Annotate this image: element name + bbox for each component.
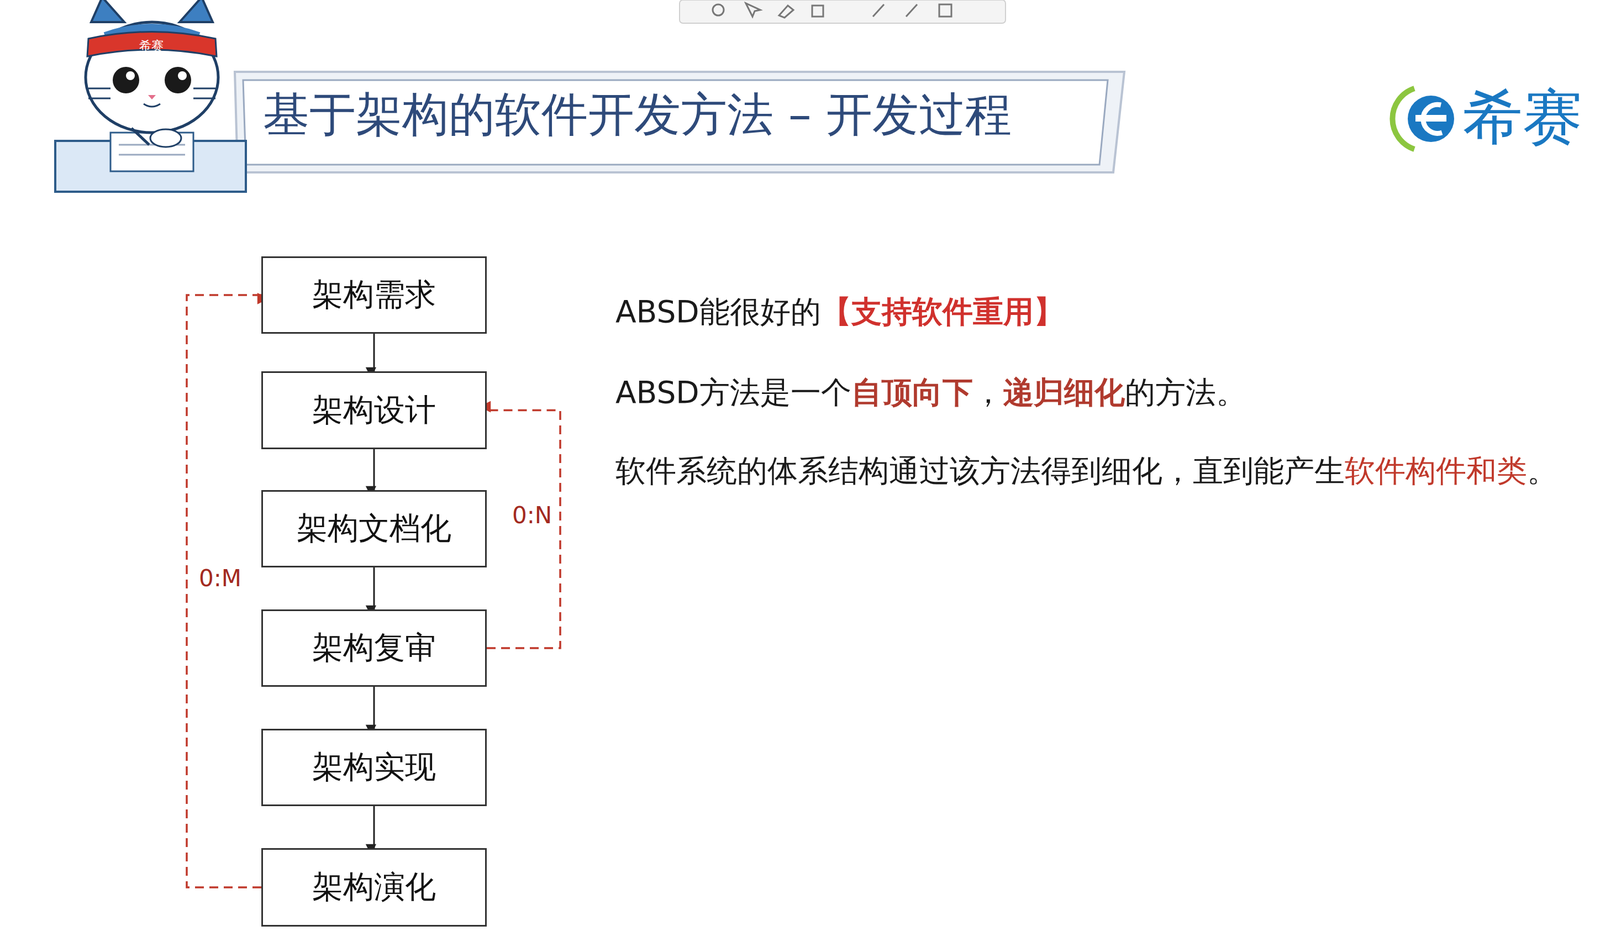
flow-arrow <box>373 686 376 729</box>
note-text: ， <box>972 374 1004 410</box>
note-line: 软件系统的体系结构通过该方法得到细化，直到能产生软件构件和类。 <box>615 450 1558 492</box>
logo-icon <box>1392 88 1455 150</box>
box-label: 架构演化 <box>312 866 436 909</box>
note-line: ABSD能很好的【支持软件重用】 <box>615 291 1065 333</box>
note-text: 。 <box>1527 453 1558 489</box>
feedback-loop <box>486 410 561 649</box>
note-line: ABSD方法是一个自顶向下，递归细化的方法。 <box>615 372 1247 414</box>
process-box: 架构需求 <box>261 256 487 334</box>
box-label: 架构需求 <box>312 274 436 317</box>
feedback-loop <box>186 295 262 888</box>
cat-mascot <box>55 0 246 192</box>
headband-text: 希赛 <box>139 38 164 53</box>
process-box: 架构设计 <box>261 371 487 450</box>
box-label: 架构文档化 <box>296 507 452 550</box>
logo-text: 希赛 <box>1462 82 1583 152</box>
highlight-text: 递归细化 <box>1003 374 1125 410</box>
highlight-text: 【支持软件重用】 <box>820 293 1065 330</box>
box-label: 架构复审 <box>312 627 436 670</box>
highlight-text: 软件构件和类 <box>1344 453 1528 489</box>
note-text: 软件系统的体系结构通过该方法得到细化，直到能产生 <box>615 453 1345 489</box>
toolbar <box>679 0 1006 24</box>
title-banner-back <box>234 71 1125 173</box>
process-box: 架构复审 <box>261 609 487 687</box>
title: 基于架构的软件开发方法 – 开发过程 <box>262 82 1012 147</box>
process-box: 架构文档化 <box>261 490 487 568</box>
process-box: 架构演化 <box>261 848 487 927</box>
flow-arrow <box>373 806 376 849</box>
note-text: ABSD方法是一个 <box>615 374 852 410</box>
flow-arrow <box>373 333 376 372</box>
multiplicity-label: 0:M <box>197 564 243 592</box>
flow-arrow <box>373 449 376 491</box>
note-text: 的方法。 <box>1124 374 1247 410</box>
toolbar-icons <box>712 3 952 18</box>
box-label: 架构设计 <box>312 389 436 432</box>
title-banner <box>243 80 1108 165</box>
box-label: 架构实现 <box>312 746 436 789</box>
highlight-text: 自顶向下 <box>851 374 973 410</box>
flow-arrow <box>373 567 376 610</box>
note-text: ABSD能很好的 <box>615 293 821 330</box>
multiplicity-label: 0:N <box>511 501 554 529</box>
process-box: 架构实现 <box>261 728 487 807</box>
